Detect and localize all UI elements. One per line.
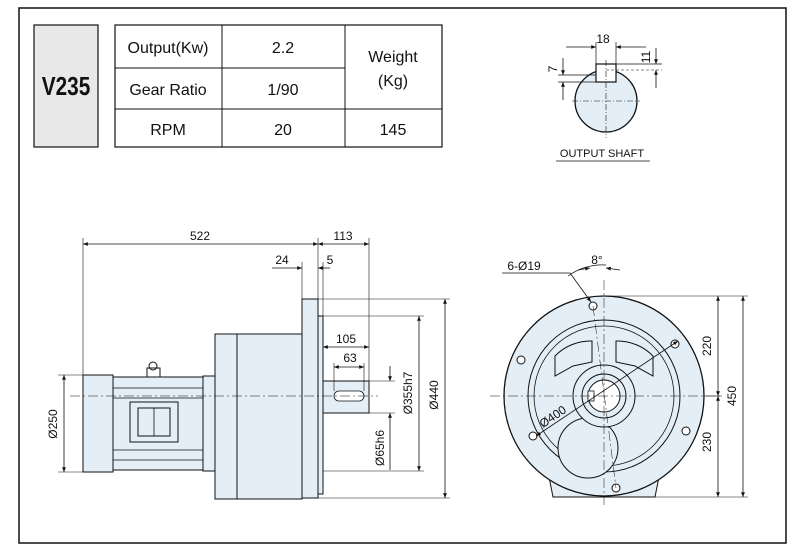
flange-thickness-dim: 24 [275,253,289,267]
shaft-projection-dim: 113 [333,229,352,243]
key-height-dim: 11 [639,50,653,63]
output-shaft-section: 18 11 7 OUTPUT SHAFT [546,32,662,162]
lower-height-dim: 230 [700,432,714,452]
upper-height-dim: 220 [700,336,714,356]
weight-label: Weight [368,49,418,66]
rpm-value: 20 [274,122,292,139]
key-length-dim: 63 [343,351,357,365]
drawing-frame [18,7,787,544]
model-name: V235 [42,72,91,101]
front-view: Ø400 6-Ø19 8° 220 230 450 [490,253,748,505]
flange-step-dim: 5 [327,253,334,267]
weight-value: 145 [380,122,407,139]
side-view: 522 113 24 5 105 63 Ø250 Ø65h6 [46,229,450,500]
rpm-label: RPM [150,122,186,139]
gear-ratio-label: Gear Ratio [129,82,206,99]
overall-length-dim: 522 [190,229,210,243]
motor-diameter-dim: Ø250 [46,409,60,439]
total-height-dim: 450 [725,386,739,406]
model-label: V235 [33,24,99,148]
bolt-holes-dim: 6-Ø19 [507,259,541,273]
spigot-diameter-dim: Ø355h7 [401,371,415,414]
output-shaft-caption: OUTPUT SHAFT [560,148,644,160]
spec-table: Output(Kw) 2.2 Gear Ratio 1/90 RPM 20 We… [114,24,443,148]
keyway-depth-dim: 7 [546,65,560,72]
key-width-dim: 18 [596,32,610,46]
output-label: Output(Kw) [128,40,209,57]
hole-angle-dim: 8° [591,253,603,267]
shaft-diameter-dim: Ø65h6 [373,430,387,466]
weight-unit: (Kg) [378,73,408,90]
shaft-length-dim: 105 [336,332,356,346]
gear-ratio-value: 1/90 [267,82,298,99]
output-value: 2.2 [272,40,294,57]
flange-diameter-dim: Ø440 [427,380,441,410]
